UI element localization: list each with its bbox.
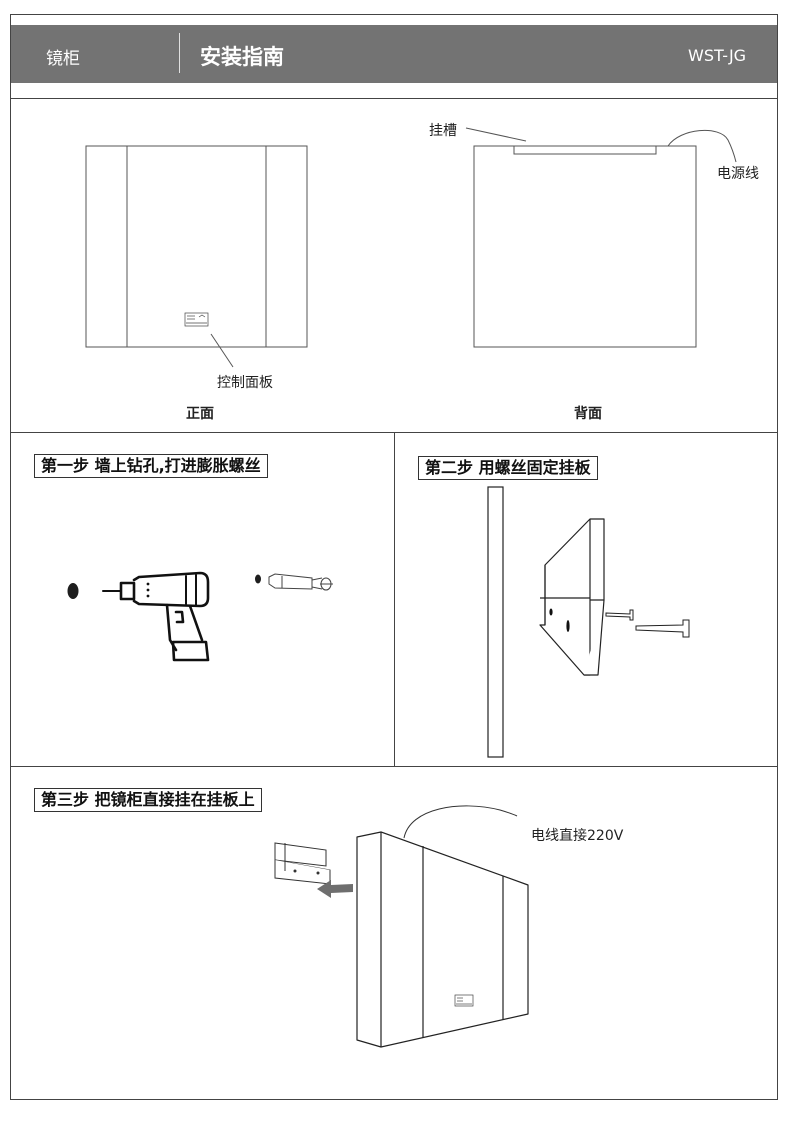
- screw-icon: [635, 619, 690, 638]
- front-view-label: 正面: [186, 406, 214, 422]
- drill-icon: [102, 571, 210, 662]
- hanging-slot-leader: [465, 127, 527, 142]
- wire-label: 电线直接220V: [531, 828, 624, 844]
- control-panel-leader: [210, 333, 234, 368]
- plate-hole: [316, 871, 320, 875]
- section-divider: [394, 432, 395, 766]
- header-bar: [11, 25, 777, 83]
- control-panel-label: 控制面板: [217, 375, 273, 391]
- section-divider: [11, 98, 777, 99]
- model-number: WST-JG: [688, 46, 747, 65]
- drill-hole-icon: [255, 574, 261, 584]
- expansion-screw-icon: [268, 573, 333, 591]
- arrow-left-icon: [317, 880, 353, 898]
- drill-hole-icon: [67, 583, 79, 599]
- plate-hole: [549, 608, 553, 616]
- wall-plate-icon: [274, 842, 331, 885]
- section-divider: [11, 766, 777, 767]
- step-2-title: 第二步 用螺丝固定挂板: [418, 456, 598, 480]
- control-panel-icon: [454, 994, 474, 1007]
- cabinet-perspective-view: [356, 831, 529, 1048]
- plate-hole: [293, 869, 297, 873]
- power-wire-icon: [403, 805, 518, 839]
- page-frame: [10, 14, 778, 1100]
- wall-plate-icon: [539, 518, 605, 676]
- drill-vent-dots: [146, 582, 150, 598]
- back-view-label: 背面: [574, 406, 602, 422]
- step-3-title: 第三步 把镜柜直接挂在挂板上: [34, 788, 262, 812]
- header-divider: [179, 33, 180, 73]
- plate-hole: [566, 620, 570, 632]
- power-cord-label: 电源线: [717, 166, 759, 182]
- cabinet-front-view: [85, 145, 308, 348]
- screw-icon: [605, 609, 634, 621]
- cabinet-back-view: [473, 145, 697, 348]
- wall-board-icon: [487, 486, 504, 758]
- step-1-title: 第一步 墙上钻孔,打进膨胀螺丝: [34, 454, 268, 478]
- product-name: 镜柜: [46, 49, 80, 69]
- hanging-slot-label: 挂槽: [429, 123, 457, 139]
- control-panel-icon: [184, 312, 209, 327]
- page-title: 安装指南: [200, 45, 284, 69]
- power-cord-icon: [667, 129, 737, 163]
